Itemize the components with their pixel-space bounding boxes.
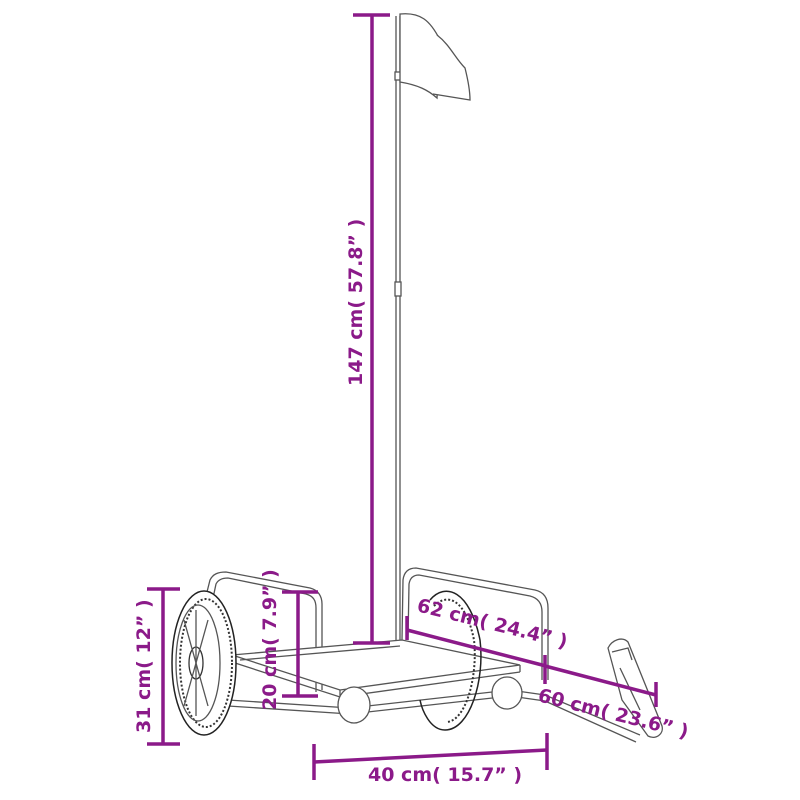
wheel-height-label: 31 cm( 12” ): [133, 599, 155, 733]
right-wheel: [419, 590, 482, 731]
side-height-dimension: [282, 590, 318, 698]
cargo-bed: [231, 639, 521, 698]
bed-width-dimension: [312, 733, 549, 780]
bed-length-label: 62 cm( 24.4” ): [415, 595, 570, 654]
flag-height-label: 147 cm( 57.8” ): [345, 219, 367, 386]
side-height-label: 20 cm( 7.9” ): [259, 569, 281, 710]
dimension-lines: [147, 13, 658, 780]
flag-icon: [399, 13, 471, 101]
caster-wheel-left: [337, 686, 371, 724]
hitch-length-dimension: [543, 655, 658, 707]
hitch-length-label: 60 cm( 23.6” ): [536, 685, 691, 744]
bed-width-label: 40 cm( 15.7” ): [368, 764, 522, 786]
bed-length-dimension: [405, 616, 547, 668]
front-frame-arch: [401, 567, 549, 680]
left-wheel: [171, 590, 237, 736]
wheel-height-dimension: [147, 587, 180, 746]
caster-wheel-right: [491, 676, 523, 710]
rear-frame-arch: [204, 571, 323, 692]
flag-pole: [394, 16, 402, 640]
flag-height-dimension: [353, 13, 390, 645]
